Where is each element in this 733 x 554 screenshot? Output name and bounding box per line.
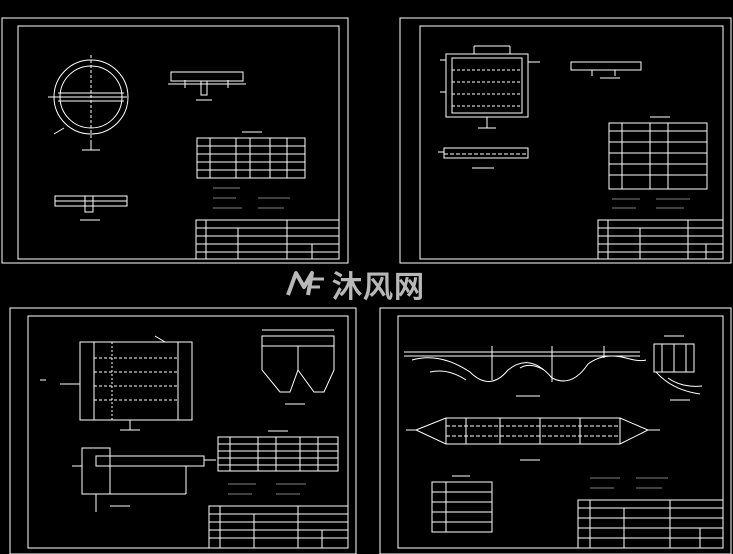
mf-logo-icon [286,271,324,296]
sheet4-material-table [431,475,493,533]
sheet-4 [379,307,732,554]
sheet4-channel-plan [406,417,660,461]
sheet3-material-table [217,430,339,472]
sheet3-hopper-section [261,329,335,405]
sheet-1 [1,17,349,264]
sheet-2 [399,17,732,264]
sheet4-notes [590,477,668,489]
sheet2-title-block [597,219,724,260]
sheet3-notes [228,483,306,495]
sheet3-elevation-view [72,447,216,512]
sheet1-pipe-detail [54,195,128,221]
sheet3-title-block [208,505,349,549]
sheet1-notes [213,187,290,209]
sheet4-end-section [653,335,703,401]
sheet1-title-block [195,219,340,260]
sheet1-circular-tank-plan [48,55,129,151]
watermark-text: 沐风网 [332,270,425,305]
sheet2-side-view [570,61,642,79]
sheet1-section-view [168,71,246,101]
sheet2-section-view [438,147,529,169]
sheet-3 [9,307,357,554]
sheet1-material-table [196,131,306,179]
sheet2-material-table [608,116,708,190]
sheet2-notes [612,198,690,209]
sheet2-rectangular-tank-plan [440,45,540,129]
sheet4-title-block [577,499,724,549]
sheet4-longitudinal-profile [404,346,647,397]
watermark: 沐风网 [286,262,425,306]
sheet3-plan-view [40,335,193,431]
